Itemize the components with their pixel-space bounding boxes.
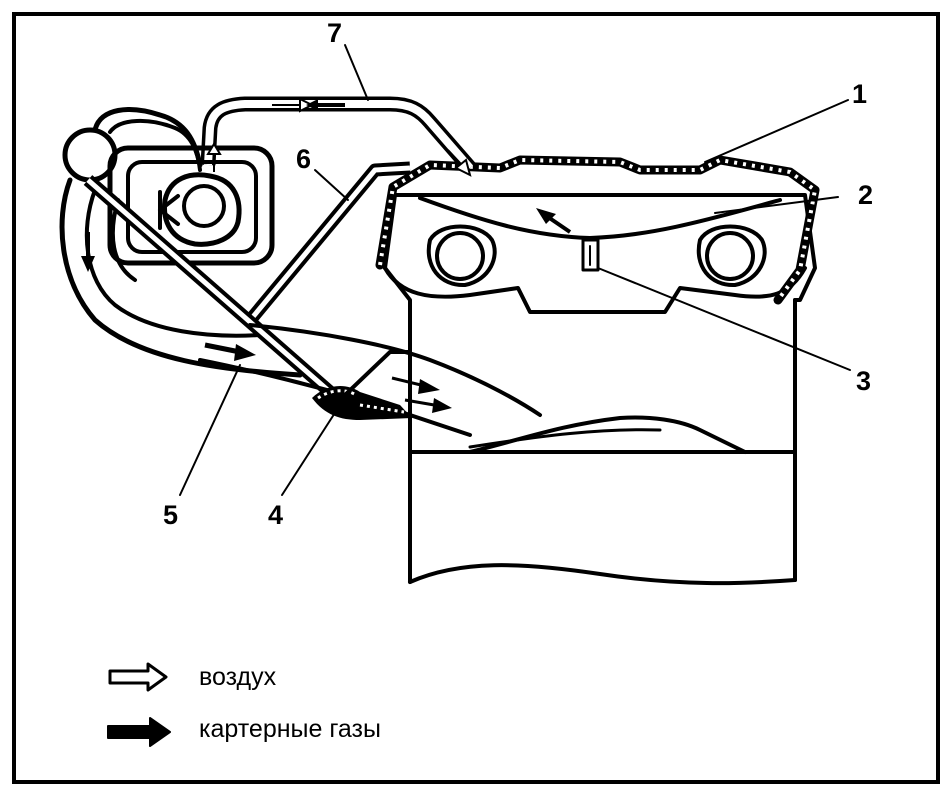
camshaft-left [426,224,497,288]
intake-assembly [59,107,303,378]
cylinder-head [383,193,817,422]
air-filter [62,127,118,183]
legend-air-label: воздух [199,663,277,691]
hollow-arrow-icon [108,662,168,692]
drain-nozzle [581,238,600,272]
callout-1: 1 [852,79,867,109]
hose-6 [247,161,411,323]
intake-manifold [198,323,542,437]
legend: воздух картерные газы [107,662,381,747]
diagram-border [12,12,940,784]
oil-separator-baffle [418,196,782,240]
callout-2: 2 [858,180,873,210]
fitting-4 [312,350,412,420]
gas-flow-arrow-cover [546,215,572,234]
engine-block [408,298,797,586]
callout-6: 6 [296,144,311,174]
callout-4: 4 [268,500,283,530]
callout-5: 5 [163,500,178,530]
valve-cover [375,155,820,305]
leader-lines [179,44,851,496]
pcv-tube [83,175,335,397]
legend-gases-label: картерные газы [199,715,381,743]
hose-7 [200,96,476,177]
camshaft-right [696,224,767,288]
callout-3: 3 [856,366,871,396]
callout-7: 7 [327,18,342,48]
solid-arrow-icon [107,717,171,747]
